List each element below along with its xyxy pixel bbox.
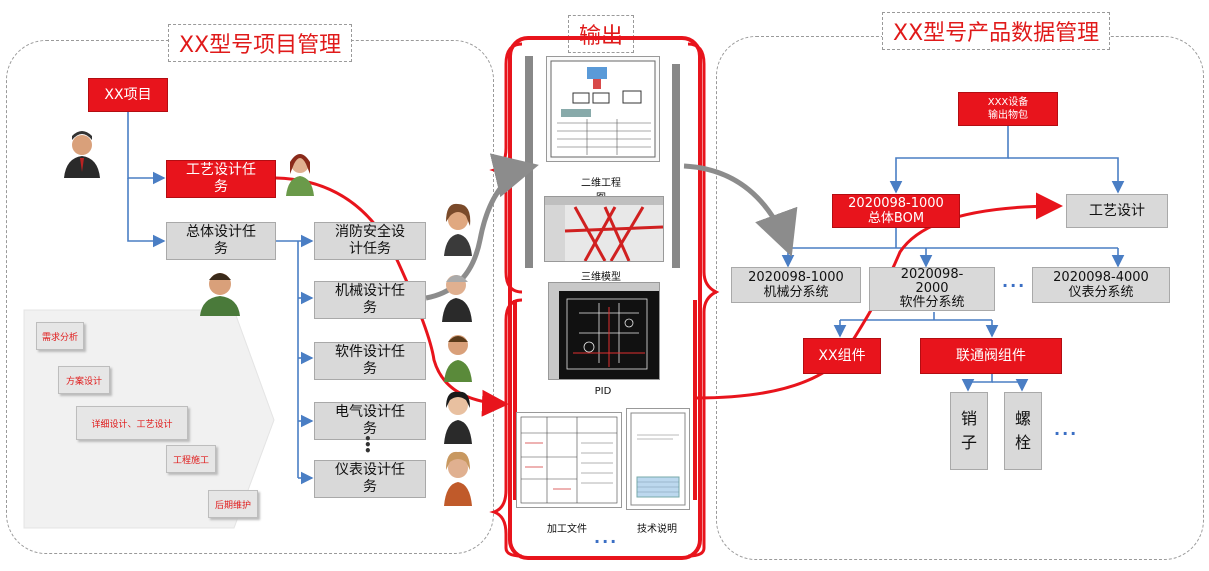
subtask-more-dots: ••• [364, 432, 374, 458]
engineer-avatar-2-icon [442, 275, 472, 322]
overall-design-task-box[interactable]: 总体设计任 务 [166, 222, 276, 260]
project-panel-title: XX型号项目管理 [168, 24, 353, 62]
engineer-avatar-1-icon [444, 203, 472, 256]
2d-drawing-icon [550, 60, 656, 158]
project-root-box[interactable]: XX项目 [88, 78, 168, 112]
software-subsystem-box[interactable]: 2020098- 2000 软件分系统 [869, 267, 995, 311]
pin-part-box[interactable]: 销 子 [950, 392, 988, 470]
software-task-box[interactable]: 软件设计任 务 [314, 342, 426, 380]
pid-thumbnail[interactable] [548, 282, 660, 380]
bolt-part-box[interactable]: 螺 栓 [1004, 392, 1042, 470]
tech-spec-icon [630, 412, 686, 506]
overall-bom-box[interactable]: 2020098-1000 总体BOM [832, 194, 960, 228]
engineer-avatar-3-icon [444, 335, 472, 382]
fire-safety-task-box[interactable]: 消防安全设 计任务 [314, 222, 426, 260]
tech-spec-caption: 技术说明 [637, 524, 677, 535]
xx-component-box[interactable]: XX组件 [803, 338, 881, 374]
data-panel-title: XX型号产品数据管理 [882, 12, 1111, 50]
instrument-subsystem-box[interactable]: 2020098-4000 仪表分系统 [1032, 267, 1170, 303]
engineer-avatar-5-icon [444, 451, 472, 506]
step-scheme-design: 方案设计 [58, 366, 110, 394]
engineer-avatar-4-icon [444, 391, 472, 444]
machining-file-thumbnail[interactable] [516, 412, 622, 508]
connecting-valve-component-box[interactable]: 联通阀组件 [920, 338, 1062, 374]
3d-model-caption: 三维模型 [581, 272, 621, 283]
tech-spec-thumbnail[interactable] [626, 408, 690, 510]
mechanical-task-box[interactable]: 机械设计任 务 [314, 281, 426, 319]
output-panel-title: 输出 [568, 15, 635, 53]
manager-avatar-icon [64, 131, 100, 178]
machining-file-caption: 加工文件 [547, 524, 587, 535]
pid-caption: PID [594, 386, 612, 397]
step-detailed-design: 详细设计、工艺设计 [76, 406, 188, 440]
process-design-box[interactable]: 工艺设计 [1066, 194, 1168, 228]
step-maintenance: 后期维护 [208, 490, 258, 518]
process-designer-avatar-icon [286, 154, 314, 196]
step-requirements: 需求分析 [36, 322, 84, 350]
equipment-package-box[interactable]: XXX设备 输出物包 [958, 92, 1058, 126]
lead-engineer-avatar-icon [200, 273, 240, 316]
machining-file-icon [520, 416, 618, 504]
3d-model-thumbnail[interactable] [544, 196, 664, 262]
instrument-task-box[interactable]: 仪表设计任 务 [314, 460, 426, 498]
output-more-dots: ... [594, 528, 619, 547]
pid-icon [549, 283, 659, 379]
process-design-task-box[interactable]: 工艺设计任 务 [166, 160, 276, 198]
parts-more-dots: ... [1054, 420, 1079, 439]
step-construction: 工程施工 [166, 445, 216, 473]
mechanical-subsystem-box[interactable]: 2020098-1000 机械分系统 [731, 267, 861, 303]
3d-model-icon [545, 197, 663, 261]
electrical-task-box[interactable]: 电气设计任 务 [314, 402, 426, 440]
subsystem-more-dots: ... [1002, 272, 1027, 291]
2d-drawing-thumbnail[interactable] [546, 56, 660, 162]
